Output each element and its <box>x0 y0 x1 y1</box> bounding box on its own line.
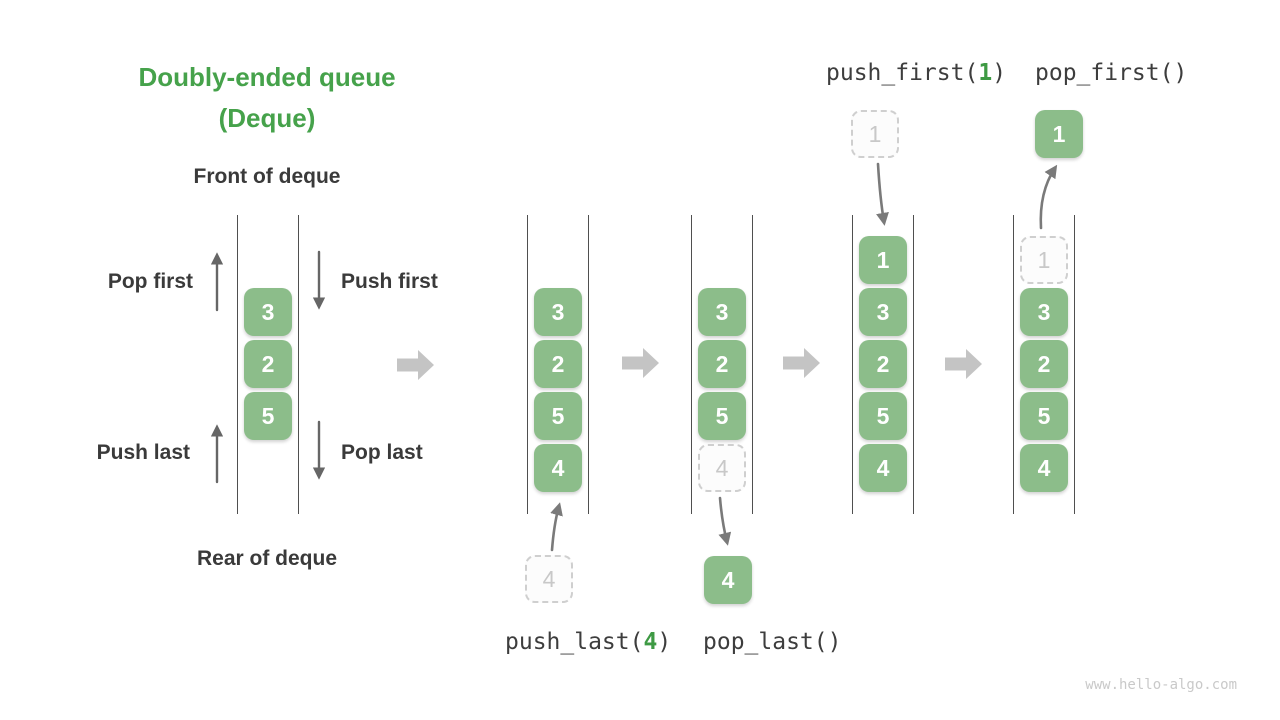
push-last-label: Push last <box>96 441 190 464</box>
deque-cell: 2 <box>244 340 292 388</box>
pop-last-removed-cell: 4 <box>704 556 752 604</box>
deque-cell: 3 <box>859 288 907 336</box>
deque-cell: 5 <box>859 392 907 440</box>
deque-cell: 4 <box>1020 444 1068 492</box>
deque-cell: 2 <box>698 340 746 388</box>
deque-cell: 5 <box>534 392 582 440</box>
push-first-operation-label: push_first(1) <box>826 60 1006 86</box>
push-first-label: Push first <box>341 270 438 293</box>
push-first-arg: 1 <box>978 60 993 86</box>
push-first-suffix: ) <box>992 60 1007 86</box>
push-last-incoming-cell: 4 <box>525 555 573 603</box>
deque-after-push-last: 3 2 5 4 <box>527 215 589 514</box>
deque-after-pop-last: 3 2 5 4 <box>691 215 753 514</box>
diagram-title-line2: (Deque) <box>218 103 316 133</box>
deque-cell: 3 <box>698 288 746 336</box>
deque-after-push-first: 1 3 2 5 4 <box>852 215 914 514</box>
push-last-arg: 4 <box>643 629 658 655</box>
deque-after-pop-first: 1 3 2 5 4 <box>1013 215 1075 514</box>
deque-cell: 4 <box>534 444 582 492</box>
front-of-deque-label: Front of deque <box>193 165 341 188</box>
transition-arrow-icon <box>622 348 659 378</box>
transition-arrow-icon <box>783 348 820 378</box>
push-first-direction-arrow-icon <box>312 250 326 310</box>
deque-cell: 2 <box>859 340 907 388</box>
transition-arrow-icon <box>945 349 982 379</box>
push-first-prefix: push_first( <box>826 60 979 86</box>
deque-cell: 2 <box>1020 340 1068 388</box>
deque-cell: 5 <box>698 392 746 440</box>
pop-first-removed-cell: 1 <box>1035 110 1083 158</box>
deque-cell: 3 <box>534 288 582 336</box>
deque-cell: 3 <box>244 288 292 336</box>
push-last-suffix: ) <box>657 629 672 655</box>
push-last-prefix: push_last( <box>505 629 644 655</box>
deque-cell-ghost: 4 <box>698 444 746 492</box>
pop-first-operation-label: pop_first() <box>1035 60 1188 86</box>
transition-arrow-icon <box>397 350 434 380</box>
push-last-direction-arrow-icon <box>210 424 224 484</box>
diagram-title-line1: Doubly-ended queue <box>138 62 396 92</box>
pop-first-remove-arrow-icon <box>1039 164 1058 230</box>
deque-cell-ghost: 1 <box>1020 236 1068 284</box>
push-first-insert-arrow-icon <box>876 162 889 226</box>
deque-cell: 2 <box>534 340 582 388</box>
deque-cell: 1 <box>859 236 907 284</box>
pop-last-label: Pop last <box>341 441 423 464</box>
push-first-incoming-cell: 1 <box>851 110 899 158</box>
pop-first-direction-arrow-icon <box>210 252 224 312</box>
deque-cell: 4 <box>859 444 907 492</box>
rear-of-deque-label: Rear of deque <box>196 547 338 570</box>
push-last-insert-arrow-icon <box>550 502 563 552</box>
pop-last-direction-arrow-icon <box>312 420 326 480</box>
deque-cell: 5 <box>1020 392 1068 440</box>
pop-last-remove-arrow-icon <box>718 496 732 546</box>
diagram-title: Doubly-ended queue (Deque) <box>117 57 417 139</box>
pop-first-label: Pop first <box>107 270 193 293</box>
push-last-operation-label: push_last(4) <box>505 629 671 655</box>
pop-last-operation-label: pop_last() <box>703 629 842 655</box>
deque-cell: 3 <box>1020 288 1068 336</box>
deque-initial: 3 2 5 <box>237 215 299 514</box>
watermark: www.hello-algo.com <box>1085 677 1237 693</box>
deque-cell: 5 <box>244 392 292 440</box>
